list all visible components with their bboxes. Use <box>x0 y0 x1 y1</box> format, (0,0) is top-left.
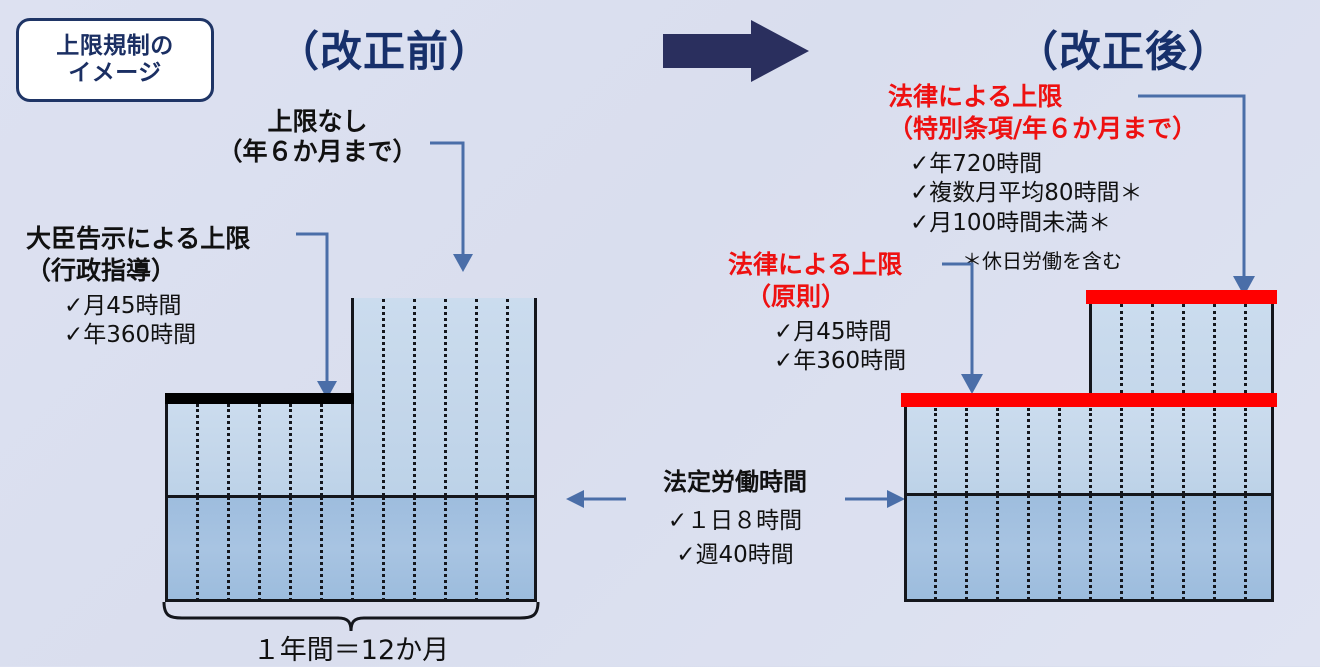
no-limit-line-2: （年６か月まで） <box>217 137 418 166</box>
after-month-divider <box>996 408 999 494</box>
ministry-cap-label: 大臣告示による上限 （行政指導） ✓月45時間 ✓年360時間 <box>26 224 250 351</box>
before-month-divider <box>258 497 261 601</box>
after-month-divider <box>1213 304 1216 393</box>
special-cap-line-2: （特別条項/年６か月まで） <box>888 114 1198 143</box>
year-span-label: １年間＝12か月 <box>252 635 450 666</box>
transition-arrow-icon <box>663 20 809 82</box>
statutory-heading: 法定労働時間 <box>663 468 807 496</box>
after-month-divider <box>1244 495 1247 600</box>
before-right-edge-upper <box>534 298 537 403</box>
principle-cap-bullet-0: ✓月45時間 <box>774 319 892 345</box>
principle-cap-connector-arrow <box>942 262 983 394</box>
statutory-bullet-1: ✓週40時間 <box>676 542 794 568</box>
before-month-divider <box>444 299 447 496</box>
after-month-divider <box>1089 408 1092 494</box>
year-span-brace <box>162 601 540 632</box>
statutory-arrow-right <box>845 490 905 508</box>
after-month-divider <box>1027 495 1030 600</box>
before-month-divider <box>351 497 354 601</box>
before-month-divider <box>506 299 509 496</box>
after-month-divider <box>1120 408 1123 494</box>
after-month-divider <box>1089 495 1092 600</box>
before-month-divider <box>506 497 509 601</box>
after-month-divider <box>1213 408 1216 494</box>
before-month-divider <box>320 497 323 601</box>
after-month-divider <box>965 408 968 494</box>
after-month-divider <box>965 495 968 600</box>
badge-line-2: イメージ <box>68 60 162 86</box>
after-month-divider <box>1151 495 1154 600</box>
before-month-divider <box>289 497 292 601</box>
after-month-divider <box>1120 304 1123 393</box>
before-month-divider <box>258 404 261 496</box>
before-month-divider <box>475 497 478 601</box>
title-after: （改正後） <box>1016 27 1232 76</box>
after-month-divider <box>934 495 937 600</box>
principle-cap-line-2: （原則） <box>746 282 847 311</box>
after-month-divider <box>1058 495 1061 600</box>
before-month-divider <box>196 497 199 601</box>
special-cap-label: 法律による上限 （特別条項/年６か月まで） ✓年720時間 ✓複数月平均80時間… <box>888 82 1197 274</box>
ministry-cap-bar <box>165 393 354 404</box>
before-month-divider <box>382 299 385 496</box>
before-month-divider <box>289 404 292 496</box>
special-cap-bullet-0: ✓年720時間 <box>910 151 1043 177</box>
special-cap-bullet-2: ✓月100時間未満＊ <box>910 209 1112 236</box>
ministry-cap-bullet-0: ✓月45時間 <box>64 293 182 319</box>
before-month-divider <box>196 404 199 496</box>
title-before: （改正前） <box>277 27 493 76</box>
ministry-cap-bullet-1: ✓年360時間 <box>64 322 197 349</box>
special-cap-bullet-1: ✓複数月平均80時間＊ <box>910 180 1143 207</box>
badge-line-1: 上限規制の <box>56 32 174 59</box>
before-month-divider <box>413 299 416 496</box>
statutory-arrow-left <box>566 490 626 508</box>
ministry-cap-line-2: （行政指導） <box>26 256 177 285</box>
after-month-divider <box>1182 304 1185 393</box>
after-month-divider <box>1151 304 1154 393</box>
before-month-divider <box>382 497 385 601</box>
statutory-hours-label: 法定労働時間 ✓１日８時間 ✓週40時間 <box>620 462 850 569</box>
before-step-riser <box>351 298 354 403</box>
before-month-divider <box>227 497 230 601</box>
chart-before <box>165 290 537 602</box>
after-month-divider <box>1182 408 1185 494</box>
after-month-divider <box>934 408 937 494</box>
ministry-cap-line-1: 大臣告示による上限 <box>26 224 251 253</box>
after-month-divider <box>1213 495 1216 600</box>
principle-limit-red-bar <box>901 393 1277 407</box>
before-month-divider <box>444 497 447 601</box>
chart-after <box>901 288 1277 602</box>
no-limit-line-1: 上限なし <box>267 107 368 136</box>
no-limit-connector-arrow <box>430 141 473 272</box>
after-month-divider <box>1058 408 1061 494</box>
statutory-bullet-0: ✓１日８時間 <box>667 508 803 534</box>
special-cap-connector-arrow <box>1138 94 1255 296</box>
before-month-divider <box>320 404 323 496</box>
principle-cap-line-1: 法律による上限 <box>728 250 903 279</box>
after-month-divider <box>1027 408 1030 494</box>
no-limit-label: 上限なし （年６か月まで） <box>205 107 430 167</box>
special-cap-footnote: ＊休日労働を含む <box>962 249 1122 274</box>
principle-cap-label: 法律による上限 （原則） ✓月45時間 ✓年360時間 <box>728 250 906 377</box>
after-month-divider <box>1120 495 1123 600</box>
after-month-divider <box>1182 495 1185 600</box>
principle-cap-bullet-1: ✓年360時間 <box>774 348 907 375</box>
before-month-divider <box>227 404 230 496</box>
special-limit-red-bar <box>1086 290 1277 304</box>
after-month-divider <box>1244 408 1247 494</box>
special-cap-line-1: 法律による上限 <box>888 82 1063 111</box>
after-month-divider <box>1244 304 1247 393</box>
before-month-divider <box>475 299 478 496</box>
after-month-divider <box>996 495 999 600</box>
after-month-divider <box>1151 408 1154 494</box>
before-month-divider <box>413 497 416 601</box>
overview-badge: 上限規制の イメージ <box>16 18 214 102</box>
ministry-cap-connector-arrow <box>296 232 337 399</box>
